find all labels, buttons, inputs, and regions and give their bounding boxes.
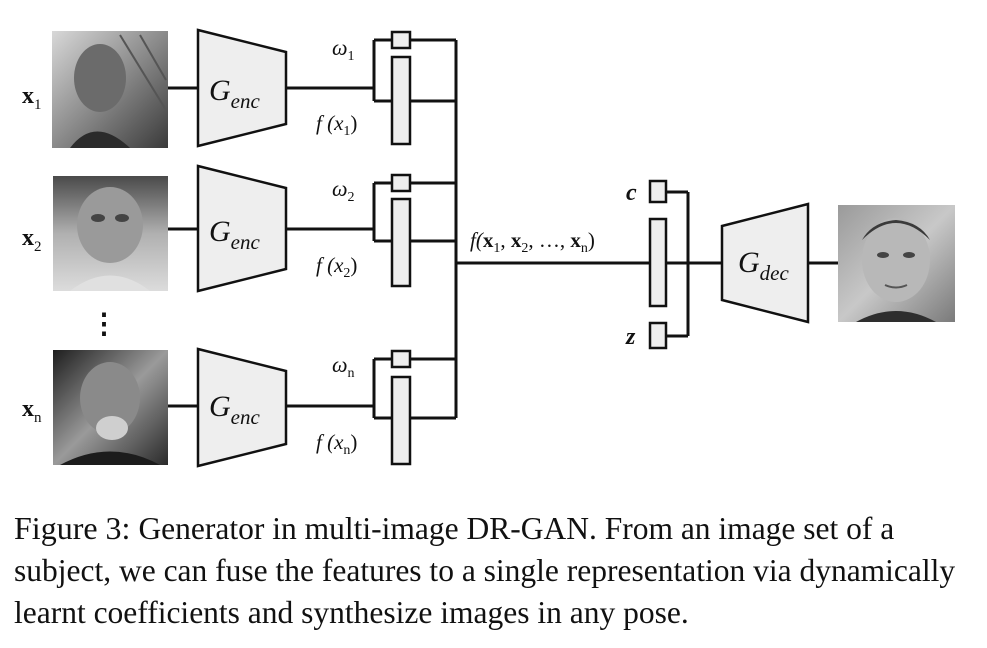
input-image-n [53,350,168,465]
feature-concat-box [648,217,668,308]
feature-box-n [390,375,412,466]
weight-label-2: ω2 [332,176,355,205]
figure-number: Figure 3: [14,510,131,546]
ellipsis-vertical: ⋮ [90,309,118,340]
decoder-input-stack: c z [625,179,722,350]
caption-text: Generator in multi-image DR-GAN. From an… [14,511,956,630]
encoder-label-2: Genc [209,215,260,254]
feature-label-2: f (x2) [316,253,357,281]
input-image-1 [52,31,168,148]
weight-box-1 [390,30,412,50]
noise-box [648,321,668,350]
weight-box-2 [390,173,412,193]
encoder-label-1: Genc [209,74,260,113]
input-label-2: x2 [22,225,42,255]
weight-box-n [390,349,412,369]
input-image-2 [53,176,168,291]
pose-code-label: c [626,180,637,206]
pose-code-box [648,179,668,204]
output-image [838,205,955,322]
decoder-block [720,202,810,324]
encoder-block-n [196,347,288,468]
figure-caption: Figure 3:Generator in multi-image DR-GAN… [14,507,979,634]
feature-box-2 [390,197,412,288]
feature-label-1: f (x1) [316,111,357,139]
weight-label-1: ω1 [332,35,355,64]
feature-label-n: f (xn) [316,430,357,458]
input-row-n: xn Genc ωn f (xn) [22,347,456,468]
decoder-label: Gdec [738,246,789,285]
weight-label-n: ωn [332,352,355,381]
input-label-1: x1 [22,83,42,113]
feature-box-1 [390,55,412,146]
generator-diagram: x1 Genc ω1 f (x1) x2 [22,28,955,468]
decoder: Gdec [720,202,838,324]
fused-feature-label: f(x1, x2, …, xn) [470,228,595,256]
encoder-block-1 [196,28,288,148]
input-label-n: xn [22,396,42,426]
noise-label: z [625,324,636,350]
input-row-1: x1 Genc ω1 f (x1) [22,28,456,148]
input-row-2: x2 Genc ω2 f (x2) [22,164,456,293]
fusion-bus: f(x1, x2, …, xn) [454,40,640,418]
encoder-label-n: Genc [209,390,260,429]
encoder-block-2 [196,164,288,293]
